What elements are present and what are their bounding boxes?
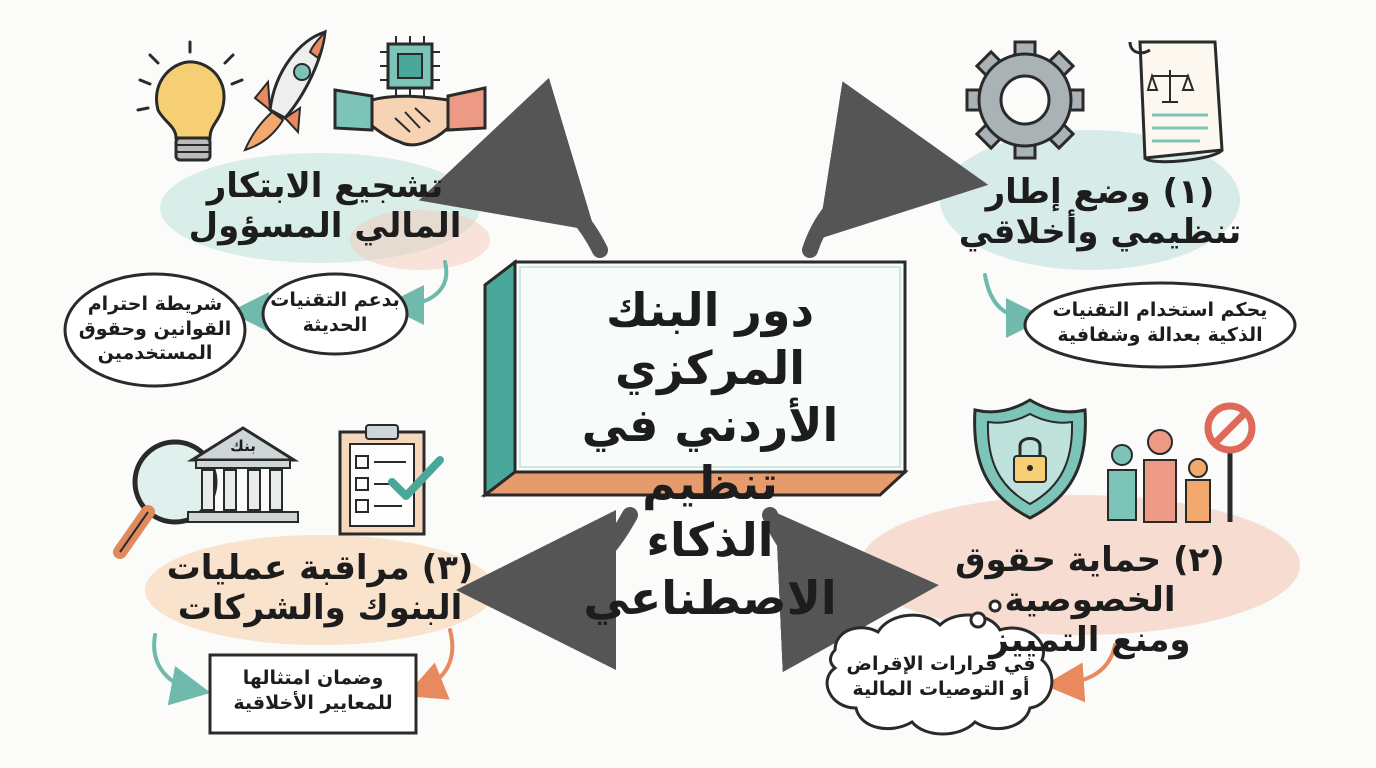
box-bottom-left: وضمان امتثالها للمعايير الأخلاقية	[214, 666, 412, 715]
cloud-bottom-right-line1: في قرارات الإقراض	[846, 653, 1036, 675]
bubble-tr-shape	[1023, 281, 1297, 369]
bubble-tl-1-shape	[261, 272, 409, 356]
heading-bottom-left-line1: (٣) مراقبة عمليات	[166, 548, 474, 588]
gear-icon	[965, 40, 1085, 160]
cloud-br-shape	[825, 613, 1054, 736]
bubble-top-left-1-line2: الحديثة	[302, 313, 368, 336]
box-bottom-left-line1: وضمان امتثالها	[242, 667, 384, 689]
center-title-line1: دور البنك المركزي	[605, 283, 815, 395]
arrow-to-top-right	[802, 81, 989, 258]
arrow-to-bottom-right	[762, 507, 939, 673]
family-icon	[1107, 429, 1211, 523]
bank-icon	[186, 426, 300, 523]
arrow-to-top-left	[418, 77, 608, 258]
heading-washes	[145, 130, 1300, 645]
rocket-icon	[243, 28, 327, 152]
bubble-top-left-2: شريطة احترام القوانين وحقوق المستخدمين	[72, 292, 238, 366]
heading-bottom-right-line1: (٢) حماية حقوق الخصوصية	[955, 540, 1225, 621]
cloud-bottom-right-line2: أو التوصيات المالية	[852, 677, 1030, 700]
arrow-to-bottom-left	[456, 507, 638, 670]
bubble-top-left-2-line1: شريطة احترام	[87, 293, 223, 315]
bubble-top-left-1: بدعم التقنيات الحديثة	[268, 288, 402, 337]
bubble-top-right-line2: الذكية بعدالة وشفافية	[1057, 323, 1263, 346]
heading-bottom-right-line2: ومنع التمييز	[989, 620, 1191, 661]
shield-lock-icon	[973, 398, 1087, 520]
main-arrows	[418, 77, 989, 673]
center-title-line2: الأردني في تنظيم	[581, 398, 839, 510]
handshake-icon	[333, 86, 487, 147]
wash-bottom-left	[145, 535, 495, 645]
lightbulb-icon	[136, 40, 244, 162]
bubble-top-right: يحكم استخدام التقنيات الذكية بعدالة وشفا…	[1032, 298, 1288, 347]
heading-bottom-right: (٢) حماية حقوق الخصوصية ومنع التمييز	[880, 540, 1300, 660]
bubble-top-right-line1: يحكم استخدام التقنيات	[1052, 299, 1268, 321]
bubble-top-left-1-line1: بدعم التقنيات	[270, 289, 400, 311]
heading-top-right: (١) وضع إطار تنظيمي وأخلاقي	[950, 172, 1250, 252]
box-bottom-left-line2: للمعايير الأخلاقية	[233, 691, 393, 714]
center-title-line3: الذكاء الاصطناعي	[583, 513, 837, 625]
heading-bottom-left: (٣) مراقبة عمليات البنوك والشركات	[150, 548, 490, 628]
box-bl-shape	[208, 653, 418, 735]
clipboard-checklist-icon	[338, 424, 444, 536]
no-sign-icon	[1204, 402, 1256, 522]
bubble-top-left-2-line3: المستخدمين	[97, 342, 213, 365]
heading-top-left: تشجيع الابتكار المالي المسؤول	[175, 166, 475, 246]
chip-icon	[380, 36, 440, 96]
bank-label: بنك	[230, 437, 256, 455]
bubble-tl-2-shape	[63, 272, 247, 388]
wash-top-right	[940, 130, 1240, 270]
note-shapes	[63, 272, 1297, 736]
wash-top-left	[160, 153, 480, 263]
wash-bottom-right	[860, 495, 1300, 635]
scroll-scales-icon	[1128, 40, 1224, 164]
heading-top-left-line1: تشجيع الابتكار	[206, 166, 444, 206]
heading-top-left-line2: المالي المسؤول	[188, 206, 462, 247]
cloud-bottom-right: في قرارات الإقراض أو التوصيات المالية	[846, 652, 1036, 701]
center-title: دور البنك المركزي الأردني في تنظيم الذكا…	[520, 282, 900, 627]
center-box	[480, 258, 909, 499]
heading-top-right-line2: تنظيمي وأخلاقي	[958, 212, 1242, 253]
heading-top-right-line1: (١) وضع إطار	[985, 172, 1215, 212]
heading-bottom-left-line2: البنوك والشركات	[177, 588, 463, 629]
bubble-top-left-2-line2: القوانين وحقوق	[78, 317, 232, 340]
